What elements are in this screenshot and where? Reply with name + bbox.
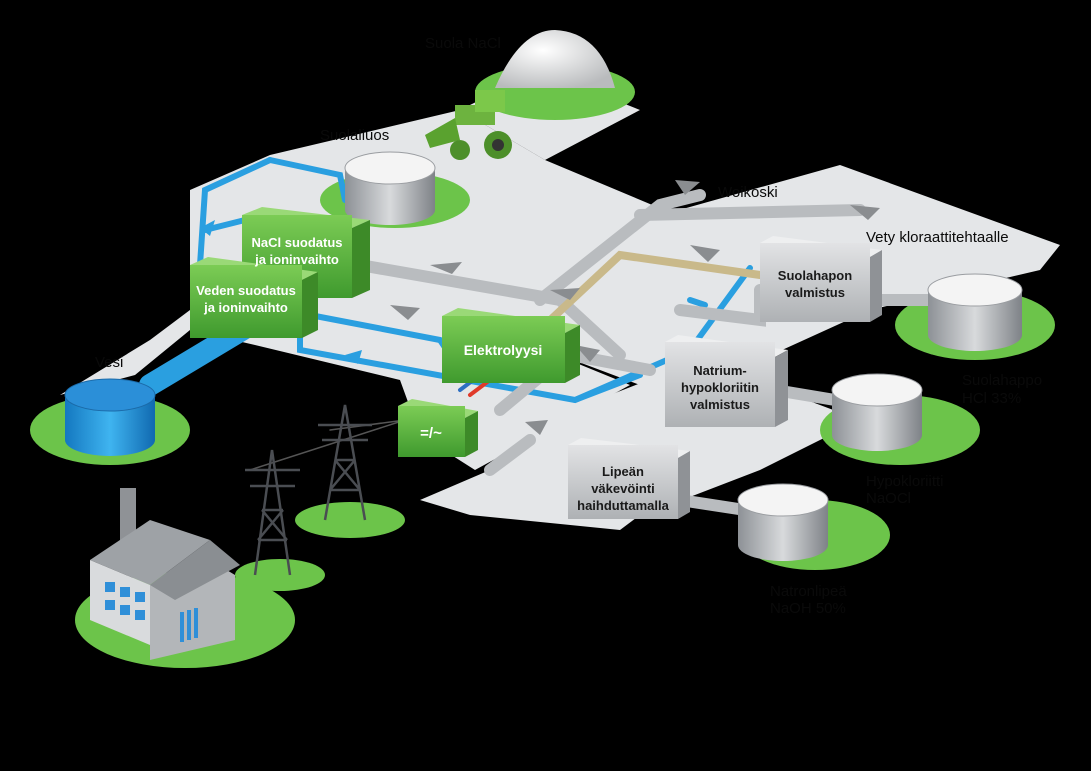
box-rectifier (398, 399, 478, 457)
box-lye-concentration (568, 438, 690, 519)
tank-naoh (737, 483, 829, 561)
power-pylon-icon (245, 449, 300, 576)
hypo-line3: valmistus (690, 397, 750, 412)
tank-hcl (927, 273, 1023, 351)
power-pylon-icon (318, 404, 372, 521)
arrow-icon (850, 205, 880, 220)
label-hypo-product-formula: NaOCl (866, 490, 911, 507)
label-hcl-product-name: Suolahappo (962, 372, 1042, 389)
box-water-filtration (190, 257, 318, 338)
hypo-line2: hypokloriitin (681, 380, 759, 395)
tank-water (64, 378, 156, 456)
label-salt-solution: Suolaliuos (320, 127, 389, 144)
label-water: Vesi (95, 354, 123, 371)
tank-salt-solution (344, 151, 436, 225)
nacl-filter-line1: NaCl suodatus (251, 235, 342, 250)
water-filter-line2: ja ioninvaihto (203, 300, 288, 315)
salt-pile (495, 30, 615, 88)
label-salt: Suola NaCl (425, 35, 501, 52)
arrow-icon (550, 288, 580, 300)
label-hydrogen: Vety kloraattitehtaalle (866, 229, 1009, 246)
hypo-line1: Natrium- (693, 363, 746, 378)
box-hypochlorite-production (665, 335, 788, 427)
box-hcl-production (760, 236, 882, 322)
arrow-icon (525, 420, 548, 435)
label-hcl-product-formula: HCl 33% (962, 390, 1021, 407)
wheel-loader-icon (425, 90, 512, 160)
hcl-line1: Suolahapon (778, 268, 852, 283)
arrow-icon (690, 245, 720, 262)
label-hypo-product-name: Hypokloriitti (866, 473, 944, 490)
hcl-line2: valmistus (785, 285, 845, 300)
lye-line1: Lipeän (602, 464, 644, 479)
rectifier-label: =/~ (420, 425, 442, 442)
pipes (139, 157, 936, 516)
label-naoh-product-name: Natronlipeä (770, 583, 847, 600)
hydrogen-pipe (541, 250, 764, 329)
power-plant-building-icon (90, 488, 240, 660)
water-filter-line1: Veden suodatus (196, 283, 296, 298)
arrow-icon (390, 305, 420, 320)
lye-line2: väkevöinti (591, 481, 655, 496)
text-labels: Suola NaCl Suolaliuos Vesi Woikoski Vety… (95, 35, 1042, 617)
tank-hypochlorite (831, 373, 923, 451)
arrow-icon (200, 220, 215, 236)
label-woikoski: Woikoski (718, 184, 778, 201)
arrow-icon (575, 345, 600, 362)
arrow-icon (430, 262, 462, 274)
nacl-filter-line2: ja ioninvaihto (254, 252, 339, 267)
arrow-icon (675, 180, 700, 195)
label-naoh-product-formula: NaOH 50% (770, 600, 846, 617)
arrow-icon (345, 350, 362, 364)
flow-arrows (200, 180, 880, 435)
lye-line3: haihduttamalla (577, 498, 670, 513)
electrolysis-label: Elektrolyysi (464, 342, 543, 358)
box-electrolysis (442, 308, 580, 383)
